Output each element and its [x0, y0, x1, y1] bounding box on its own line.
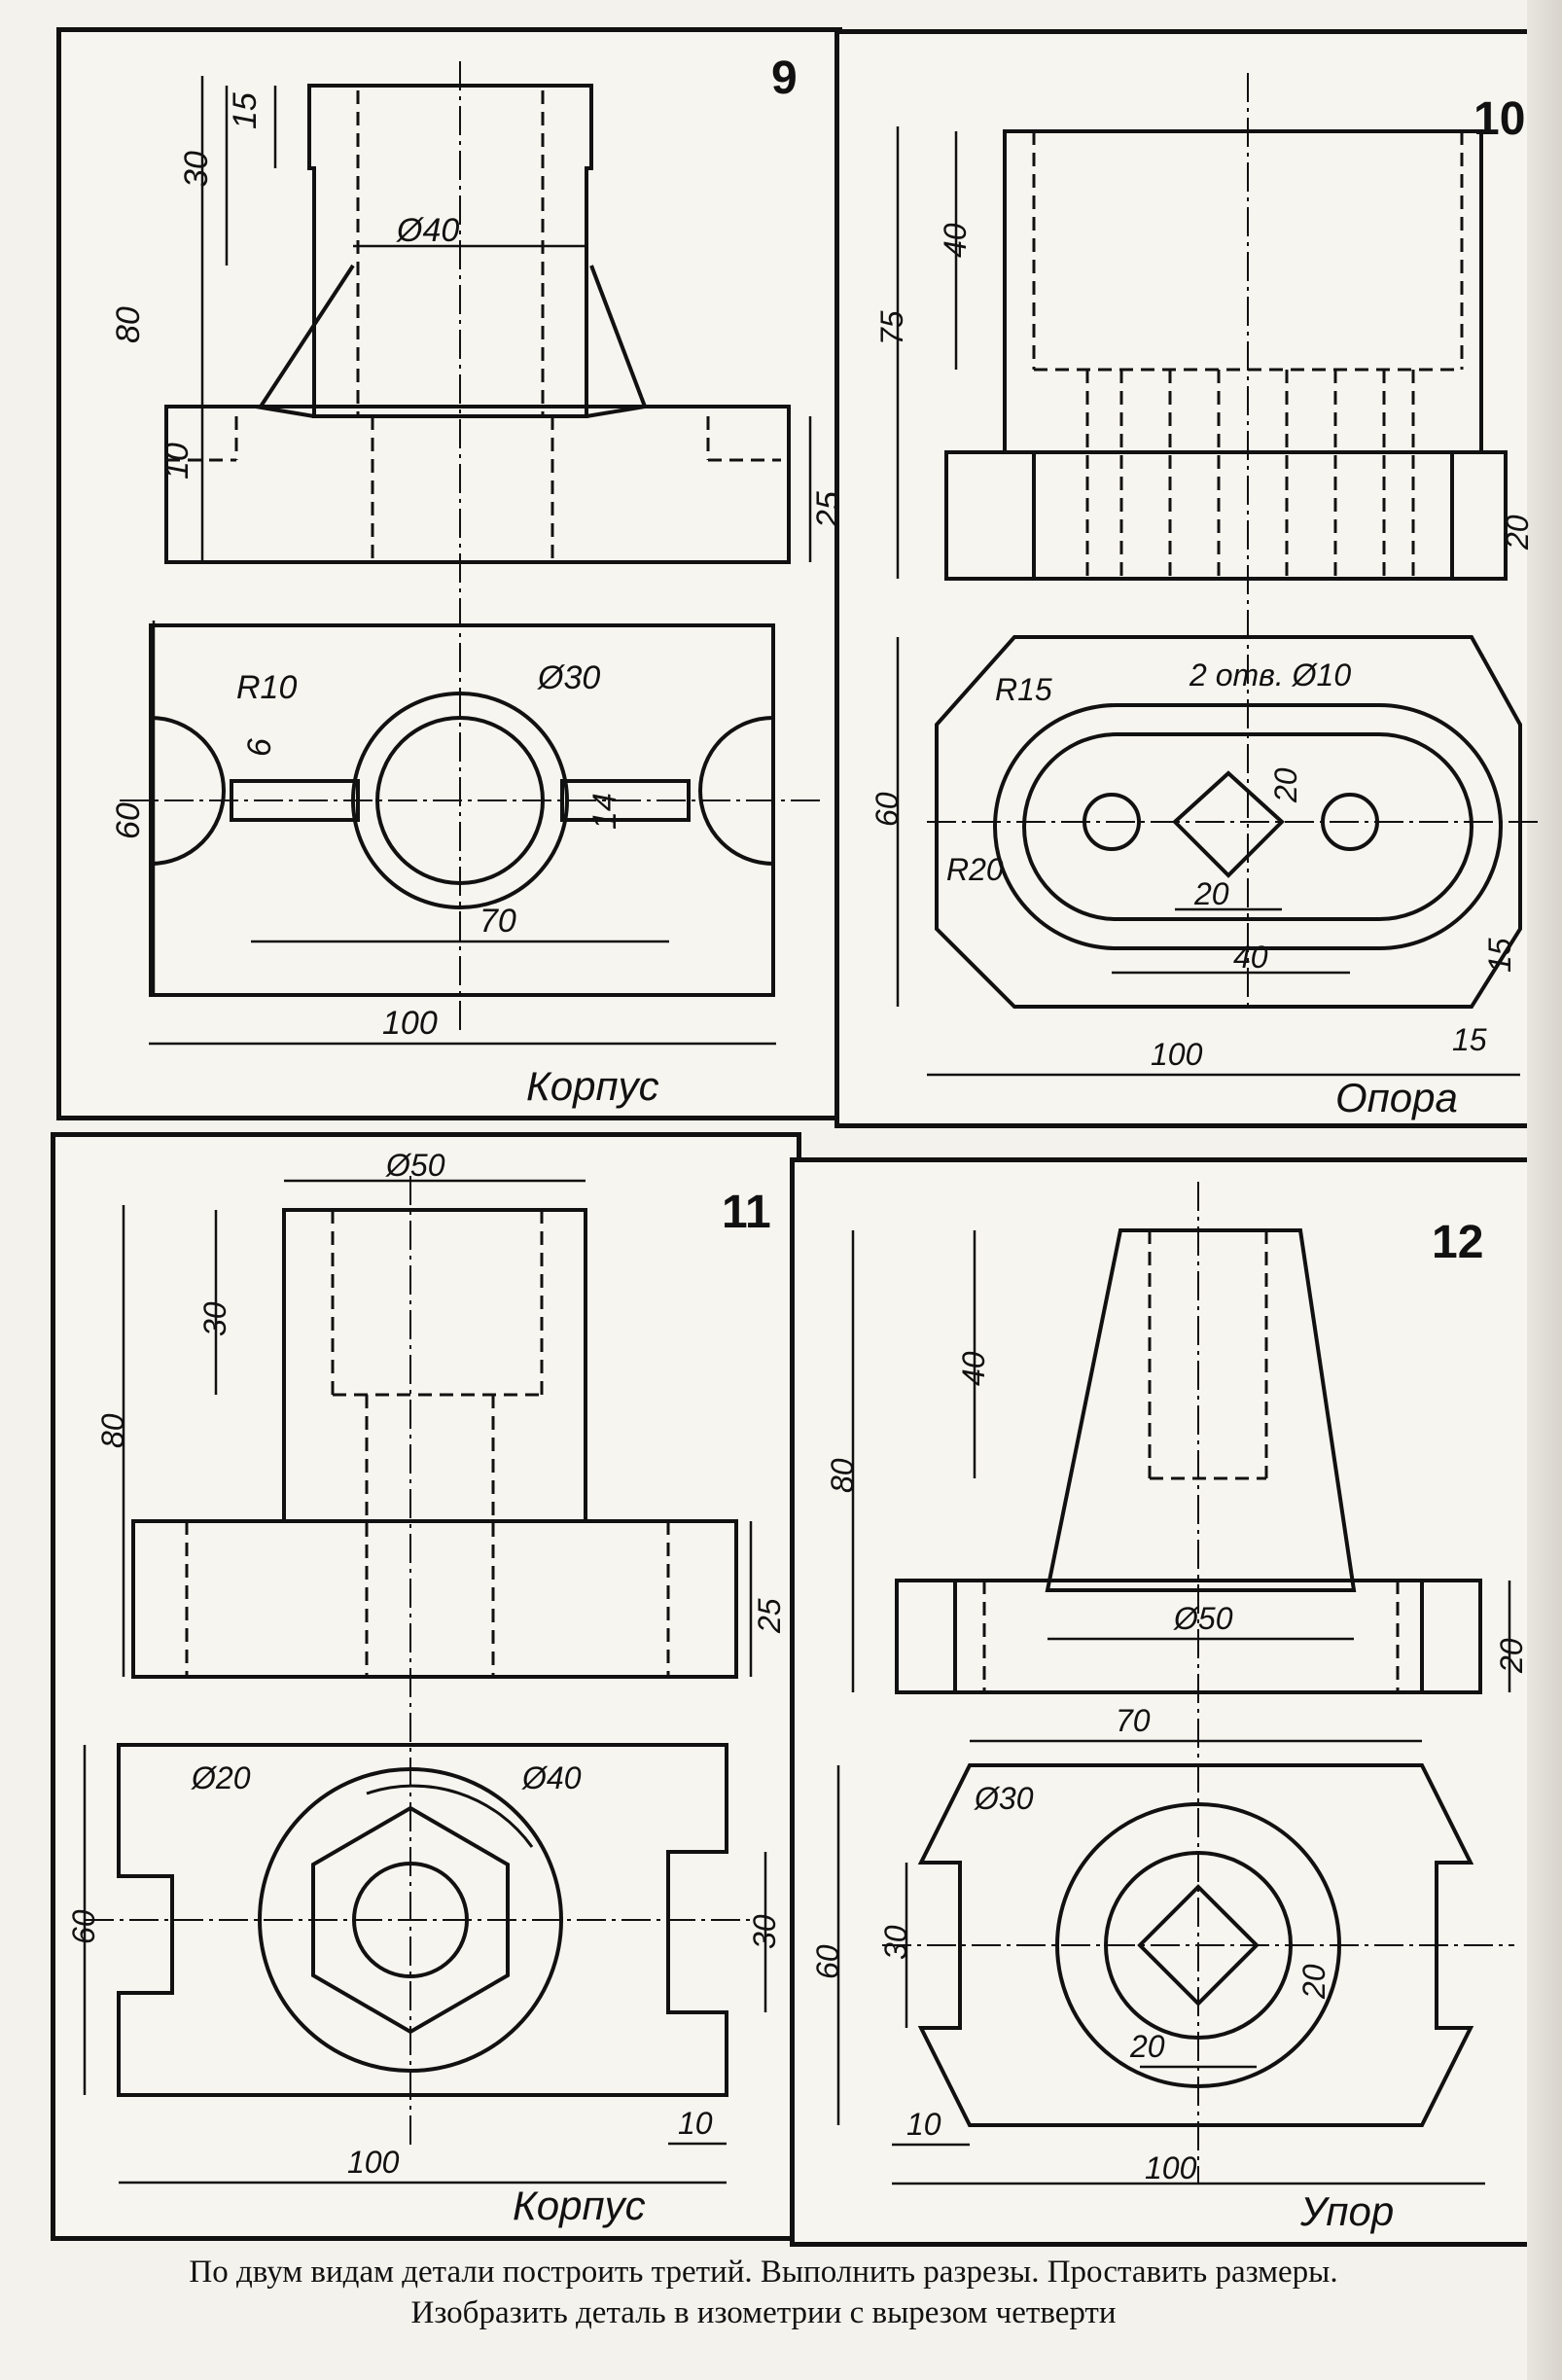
drawing-name: Опора: [1335, 1075, 1458, 1120]
dimension-label: 60: [810, 1944, 845, 1979]
dimension-label: 30: [178, 151, 215, 188]
dimension-label: R20: [946, 852, 1004, 887]
dimension-label: 70: [479, 903, 516, 940]
dimension-label: Ø40: [396, 212, 459, 249]
drawing-number: 9: [771, 53, 798, 104]
drawing-number: 12: [1432, 1217, 1484, 1268]
drawing-panel-10: 10: [834, 29, 1540, 1128]
dimension-label: 60: [870, 792, 905, 827]
dimension-label: 40: [1233, 940, 1268, 975]
drawing-panel-9: 9: [56, 27, 847, 1120]
drawing-name: Корпус: [526, 1063, 659, 1109]
dimension-label: 80: [825, 1458, 860, 1493]
dimension-label: 30: [878, 1925, 913, 1960]
caption-line-1: По двум видам детали построить третий. В…: [189, 2255, 1338, 2290]
dimension-label: 60: [66, 1909, 101, 1944]
dimension-label: 100: [1145, 2150, 1197, 2185]
dimension-label: 20: [1296, 1964, 1331, 2000]
dimension-label: Ø30: [974, 1781, 1034, 1816]
dimension-label: 80: [110, 306, 147, 343]
dimension-label: 14: [586, 793, 623, 830]
drawing-name: Упор: [1300, 2188, 1395, 2234]
dimension-label: Ø40: [521, 1760, 582, 1795]
dimension-label: Ø20: [191, 1760, 251, 1795]
dimension-label: 40: [956, 1351, 991, 1386]
dimension-label: 20: [1193, 876, 1229, 911]
dimension-label: 10: [159, 443, 195, 480]
dimension-label: 10: [906, 2107, 941, 2142]
dimension-label: 100: [347, 2145, 400, 2180]
dimension-label: 80: [95, 1413, 130, 1448]
dimension-label: R15: [995, 672, 1052, 707]
dimension-label: 20: [1129, 2029, 1165, 2064]
caption-line-2: Изобразить деталь в изометрии с вырезом …: [410, 2295, 1117, 2330]
drawing-panel-12: 12 40: [790, 1157, 1529, 2247]
dimension-label: 100: [382, 1005, 438, 1042]
drawing-panel-11: 11 Ø50: [51, 1132, 801, 2241]
drawing-name: Корпус: [513, 2183, 646, 2228]
dimension-label: Ø30: [537, 659, 600, 696]
dimension-label: 75: [874, 310, 909, 345]
dimension-label: Ø50: [385, 1148, 445, 1183]
dimension-label: Ø50: [1173, 1601, 1233, 1636]
dimension-label: 20: [1500, 515, 1535, 551]
drawing-9-graphics: 15 30 80 Ø40 10 25 R10 Ø30 6 14 60 70 10…: [110, 61, 847, 1046]
dimension-label: 60: [110, 802, 147, 839]
dimension-label: 15: [1482, 938, 1517, 973]
dimension-label: 20: [1268, 767, 1303, 803]
dimension-label: 100: [1151, 1037, 1203, 1072]
dimension-label: R10: [236, 669, 297, 706]
dimension-label: 10: [678, 2106, 713, 2141]
drawing-11-graphics: Ø50 30 80 25 Ø20 Ø40 60 30 100 10: [66, 1148, 787, 2185]
dimension-label: 15: [227, 92, 264, 129]
drawing-12-graphics: 40 80 Ø50 20 70 Ø30 30 60 20 20 10 100: [810, 1182, 1529, 2185]
dimension-label: 6: [241, 738, 278, 757]
dimension-label: 20: [1494, 1638, 1529, 1674]
dimension-label: 40: [938, 223, 973, 258]
page-edge: [1527, 0, 1562, 2380]
dimension-label: 30: [747, 1914, 782, 1949]
dimension-label: 15: [1452, 1022, 1487, 1057]
dimension-label: 70: [1116, 1703, 1151, 1738]
drawing-number: 11: [722, 1187, 771, 1238]
dimension-label: 25: [752, 1598, 787, 1634]
dimension-label: 2 отв. Ø10: [1189, 657, 1351, 693]
drawing-10-graphics: 40 75 20 R15 2 отв. Ø10 20 60 R20 20 40 …: [870, 73, 1540, 1077]
dimension-label: 30: [197, 1301, 232, 1336]
